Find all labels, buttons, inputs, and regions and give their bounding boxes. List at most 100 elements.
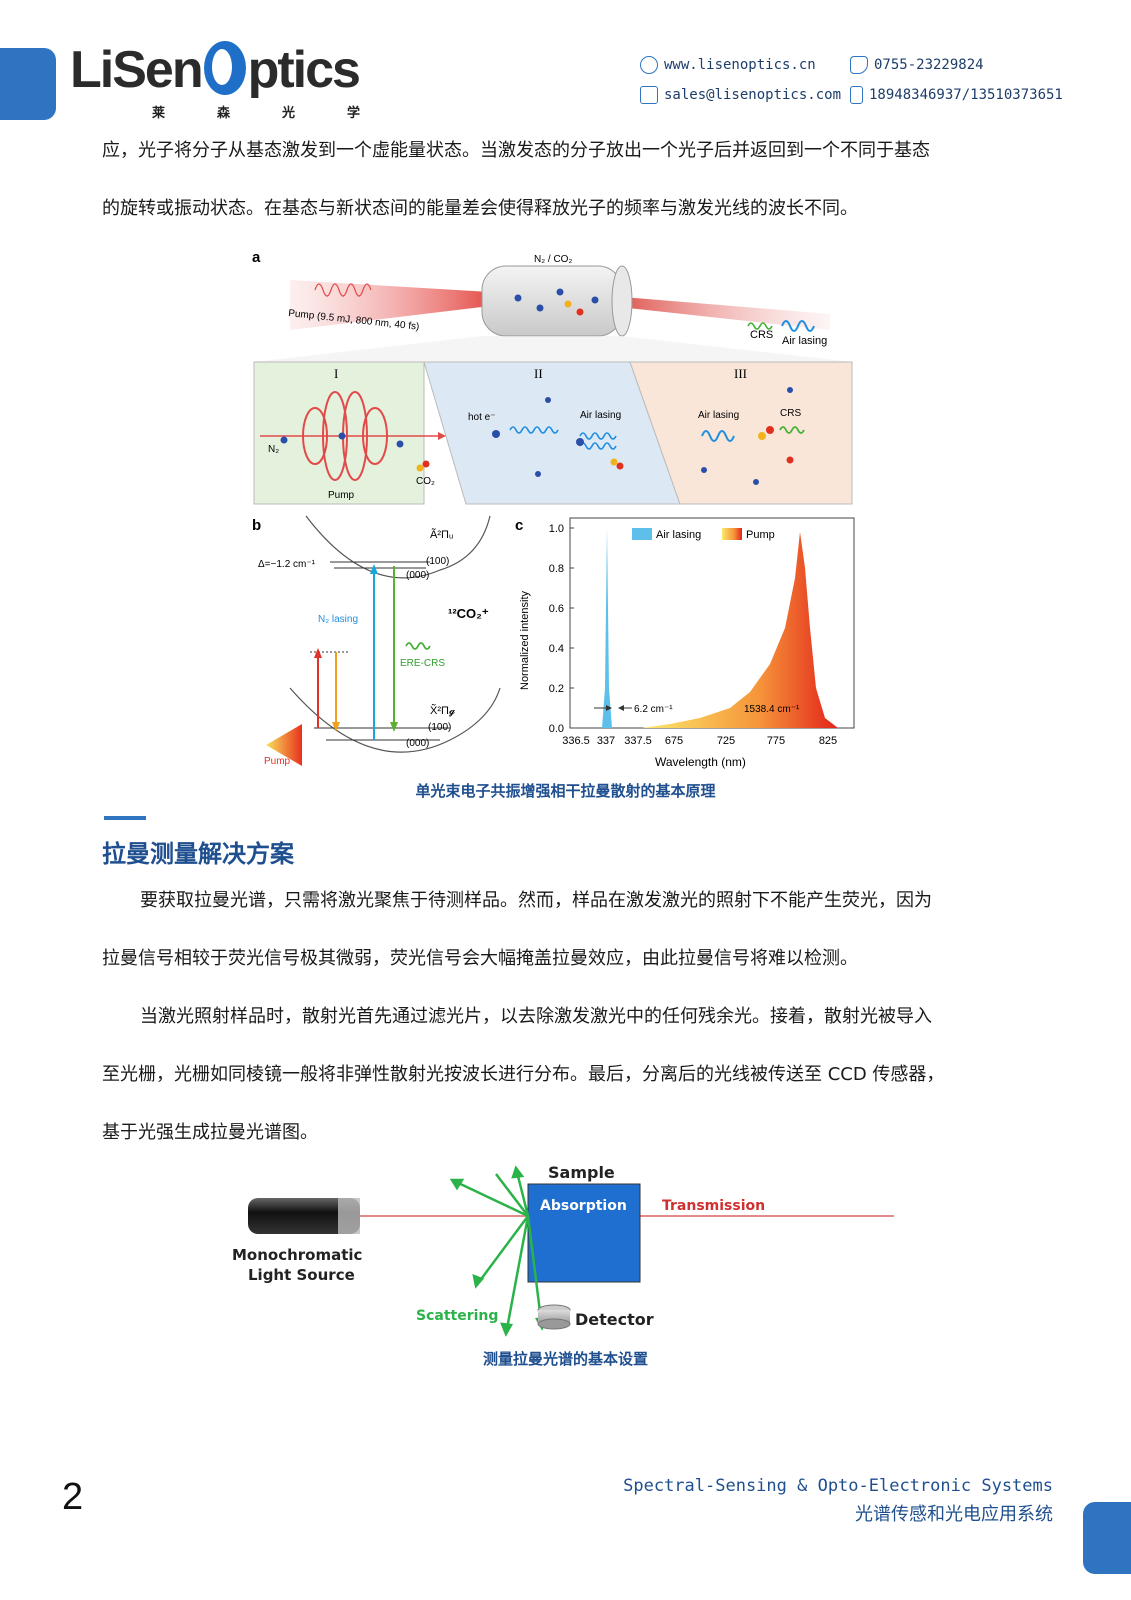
n2-lasing-label: N₂ lasing bbox=[318, 614, 358, 625]
sample-label: Sample bbox=[548, 1163, 615, 1182]
light-source-label-2: Light Source bbox=[248, 1266, 355, 1284]
panel-b-pump: Pump bbox=[264, 756, 291, 767]
contact-right: 0755-23229824 18948346937/13510373651 bbox=[850, 50, 1063, 110]
crs-label-a: CRS bbox=[750, 329, 773, 341]
level-100-top: (100) bbox=[426, 556, 449, 567]
stage-II-hot: hot e⁻ bbox=[468, 412, 496, 423]
air-lasing-label-a: Air lasing bbox=[782, 335, 827, 347]
intro-line-2: 的旋转或振动状态。在基态与新状态间的能量差会使得释放光子的频率与激发光线的波长不… bbox=[102, 198, 858, 219]
legend-pump-label: Pump bbox=[746, 529, 775, 541]
level-000-bottom: (000) bbox=[406, 738, 429, 749]
stage-I-n2: N₂ bbox=[268, 444, 279, 455]
mail-icon bbox=[640, 86, 658, 104]
gas-tube bbox=[481, 265, 623, 337]
stage-I-box bbox=[253, 361, 425, 505]
y-tick-label: 0.4 bbox=[549, 643, 564, 655]
stage-I-pump: Pump bbox=[328, 490, 355, 501]
stage-III-air-lasing: Air lasing bbox=[698, 410, 739, 421]
section-accent-bar bbox=[104, 816, 146, 820]
intro-paragraph: 应，光子将分子从基态激发到一个虚能量状态。当激发态的分子放出一个光子后并返回到一… bbox=[102, 122, 1032, 238]
x-tick-label: 337.5 bbox=[624, 735, 652, 747]
scattering-label: Scattering bbox=[416, 1308, 498, 1324]
x-tick-label: 337 bbox=[597, 735, 615, 747]
p2-line-2: 至光栅，光栅如同棱镜一般将非弹性散射光按波长进行分布。最后，分离后的光线被传送至… bbox=[102, 1064, 945, 1085]
panel-a-label: a bbox=[252, 249, 261, 266]
figure1-caption: 单光束电子共振增强相干拉曼散射的基本原理 bbox=[415, 782, 716, 800]
stage-I-numeral: I bbox=[334, 366, 338, 381]
logo-subtitle: 莱森光学 bbox=[152, 106, 413, 121]
x-tick-label: 825 bbox=[819, 735, 837, 747]
upper-potential-curve bbox=[305, 515, 491, 579]
y-tick-label: 0.0 bbox=[549, 723, 564, 735]
y-axis-label: Normalized intensity bbox=[519, 590, 531, 690]
upper-state-label: Ã²Πᵤ bbox=[430, 528, 453, 541]
email-text: sales@lisenoptics.com bbox=[664, 87, 842, 103]
body-paragraph-1-cont: 拉曼信号相较于荧光信号极其微弱，荧光信号会大幅掩盖拉曼效应，由此拉曼信号将难以检… bbox=[102, 930, 1032, 988]
body-paragraph-1: 要获取拉曼光谱，只需将激光聚焦于待测样品。然而，样品在激发激光的照射下不能产生荧… bbox=[102, 872, 1032, 930]
mobile-text: 18948346937/13510373651 bbox=[869, 87, 1063, 103]
body-paragraph-2-cont: 至光栅，光栅如同棱镜一般将非弹性散射光按波长进行分布。最后，分离后的光线被传送至… bbox=[102, 1046, 1032, 1162]
x-tick-label: 675 bbox=[665, 735, 683, 747]
section-title: 拉曼测量解决方案 bbox=[102, 840, 294, 868]
globe-icon bbox=[640, 56, 658, 74]
intro-line-1: 应，光子将分子从基态激发到一个虚能量状态。当激发态的分子放出一个光子后并返回到一… bbox=[102, 140, 930, 161]
legend-air-swatch bbox=[632, 528, 652, 540]
y-tick-label: 0.8 bbox=[549, 563, 564, 575]
logo-o-icon bbox=[203, 41, 246, 95]
beam-out bbox=[610, 296, 830, 330]
stage-II-numeral: II bbox=[534, 366, 543, 381]
delta-label: Δ=−1.2 cm⁻¹ bbox=[258, 559, 316, 570]
p2-line-3: 基于光强生成拉曼光谱图。 bbox=[102, 1122, 318, 1143]
raman-principle-figure: a N₂ / CO₂ Pump (9.5 mJ, 800 nm, 40 fs) … bbox=[252, 249, 855, 769]
corner-tab-left bbox=[0, 48, 56, 120]
stage-III-box bbox=[629, 361, 853, 505]
stage-I-co2: CO₂ bbox=[416, 476, 435, 487]
body-paragraph-2: 当激光照射样品时，散射光首先通过滤光片，以去除激发激光中的任何残余光。接着，散射… bbox=[102, 988, 1032, 1046]
logo-text-part1: LiSen bbox=[70, 41, 204, 99]
p2-line-1: 当激光照射样品时，散射光首先通过滤光片，以去除激发激光中的任何残余光。接着，散射… bbox=[140, 1006, 932, 1027]
absorption-label: Absorption bbox=[540, 1198, 627, 1214]
page-number: 2 bbox=[62, 1476, 84, 1518]
air-lasing-peak bbox=[602, 528, 612, 728]
x-tick-label: 725 bbox=[717, 735, 735, 747]
x-tick-label: 336.5 bbox=[562, 735, 590, 747]
stage-II-air-lasing: Air lasing bbox=[580, 410, 621, 421]
air-width-label: 6.2 cm⁻¹ bbox=[634, 704, 673, 715]
panel-b-label: b bbox=[252, 517, 261, 534]
p1-line-2: 拉曼信号相较于荧光信号极其微弱，荧光信号会大幅掩盖拉曼效应，由此拉曼信号将难以检… bbox=[102, 948, 858, 969]
level-100-bottom: (100) bbox=[428, 722, 451, 733]
tube-end bbox=[611, 265, 633, 337]
pump-spectrum bbox=[642, 532, 838, 728]
phone-text: 0755-23229824 bbox=[874, 57, 984, 73]
figure2-caption: 测量拉曼光谱的基本设置 bbox=[482, 1350, 648, 1368]
pump-width-label: 1538.4 cm⁻¹ bbox=[744, 704, 800, 715]
x-axis-label: Wavelength (nm) bbox=[655, 755, 746, 769]
website-text: www.lisenoptics.cn bbox=[664, 57, 816, 73]
stage-III-numeral: III bbox=[734, 366, 747, 381]
molecule-label: ¹²CO₂⁺ bbox=[448, 606, 489, 621]
footer-chinese: 光谱传感和光电应用系统 bbox=[855, 1504, 1053, 1525]
x-tick-label: 775 bbox=[767, 735, 785, 747]
transmission-label: Transmission bbox=[662, 1198, 765, 1214]
p1-line-1: 要获取拉曼光谱，只需将激光聚焦于待测样品。然而，样品在激发激光的照射下不能产生荧… bbox=[140, 890, 932, 911]
corner-tab-right bbox=[1083, 1502, 1131, 1574]
gas-label: N₂ / CO₂ bbox=[534, 254, 572, 265]
pump-pulse bbox=[314, 283, 372, 297]
sample-box bbox=[527, 1183, 641, 1283]
footer-english: Spectral-Sensing & Opto-Electronic Syste… bbox=[623, 1476, 1053, 1496]
contact-left: www.lisenoptics.cn sales@lisenoptics.com bbox=[640, 50, 841, 110]
ere-crs-label: ERE-CRS bbox=[400, 658, 445, 669]
logo-text-part2: ptics bbox=[247, 41, 361, 99]
mobile-icon bbox=[850, 86, 863, 104]
level-000-top: (000) bbox=[406, 570, 429, 581]
panel-c-label: c bbox=[515, 517, 523, 534]
phone-icon bbox=[850, 56, 868, 74]
y-tick-label: 0.6 bbox=[549, 603, 564, 615]
logo-text: LiSen ptics bbox=[70, 40, 361, 100]
raman-setup-figure: Sample Absorption Transmission Monochrom… bbox=[232, 1163, 894, 1337]
lower-potential-curve bbox=[289, 687, 501, 753]
detector-label: Detector bbox=[575, 1310, 654, 1329]
light-source-label-1: Monochromatic bbox=[232, 1246, 362, 1264]
pump-triangle bbox=[266, 724, 302, 766]
footer-text: Spectral-Sensing & Opto-Electronic Syste… bbox=[623, 1476, 1053, 1526]
